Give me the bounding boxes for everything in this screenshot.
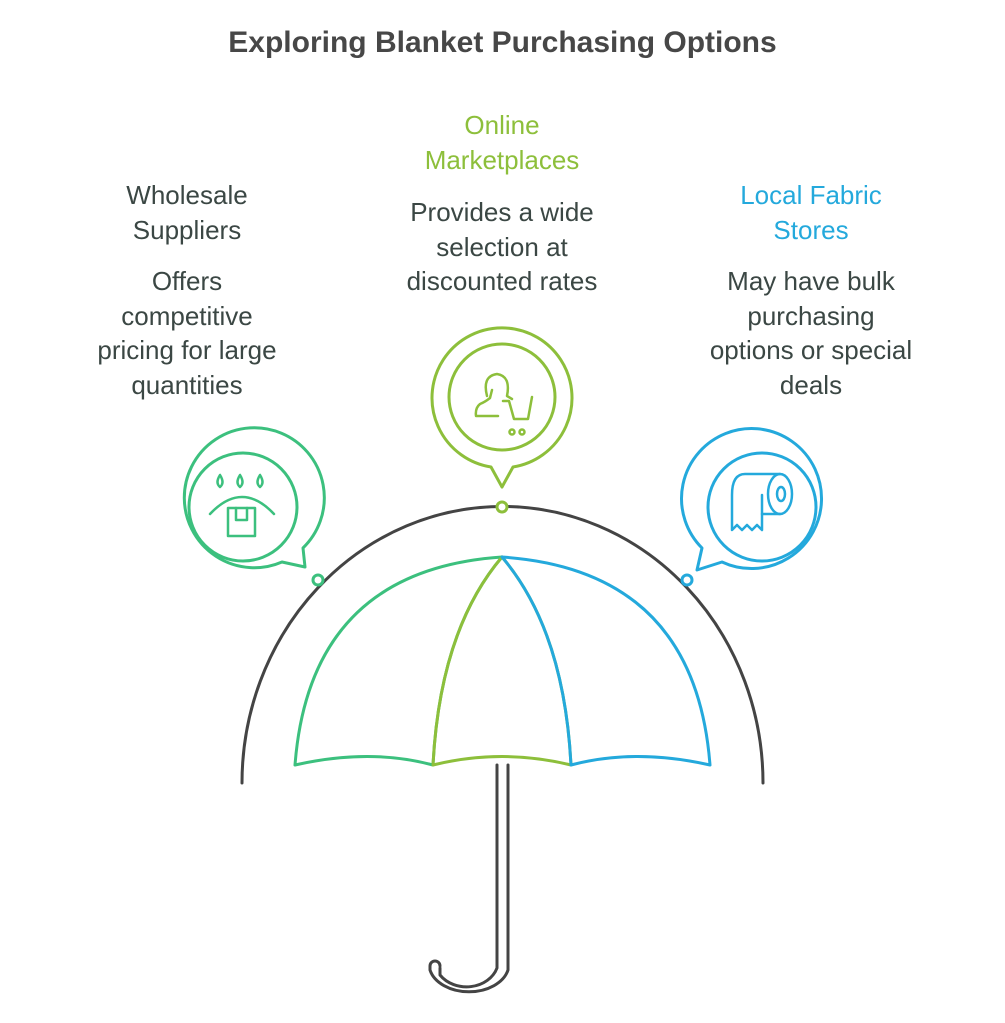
umbrella-outer-arc [240,505,765,785]
umbrella-canopy [293,555,712,767]
online-description: Provides a wide selection at discounted … [406,197,598,296]
wholesale-pin [311,573,325,587]
wholesale-description: Offers competitive pricing for large qua… [97,266,277,400]
wholesale-bubble [182,426,326,570]
local-bubble [680,427,823,572]
local-heading: Local Fabric Stores [740,180,882,245]
fabric-roll-icon [730,472,794,532]
online-pin [495,500,509,514]
online-bubble [430,326,574,489]
umbrella-handle-hook [428,763,510,994]
wholesale-heading: Wholesale Suppliers [126,180,248,245]
local-pin [680,573,694,587]
local-description: May have bulk purchasing options or spec… [709,266,913,400]
rain-drops-box-icon [208,473,276,538]
online-heading: Online Marketplaces [424,110,580,175]
person-shopping-cart-icon [474,372,534,436]
diagram-title: Exploring Blanket Purchasing Options [228,26,777,59]
